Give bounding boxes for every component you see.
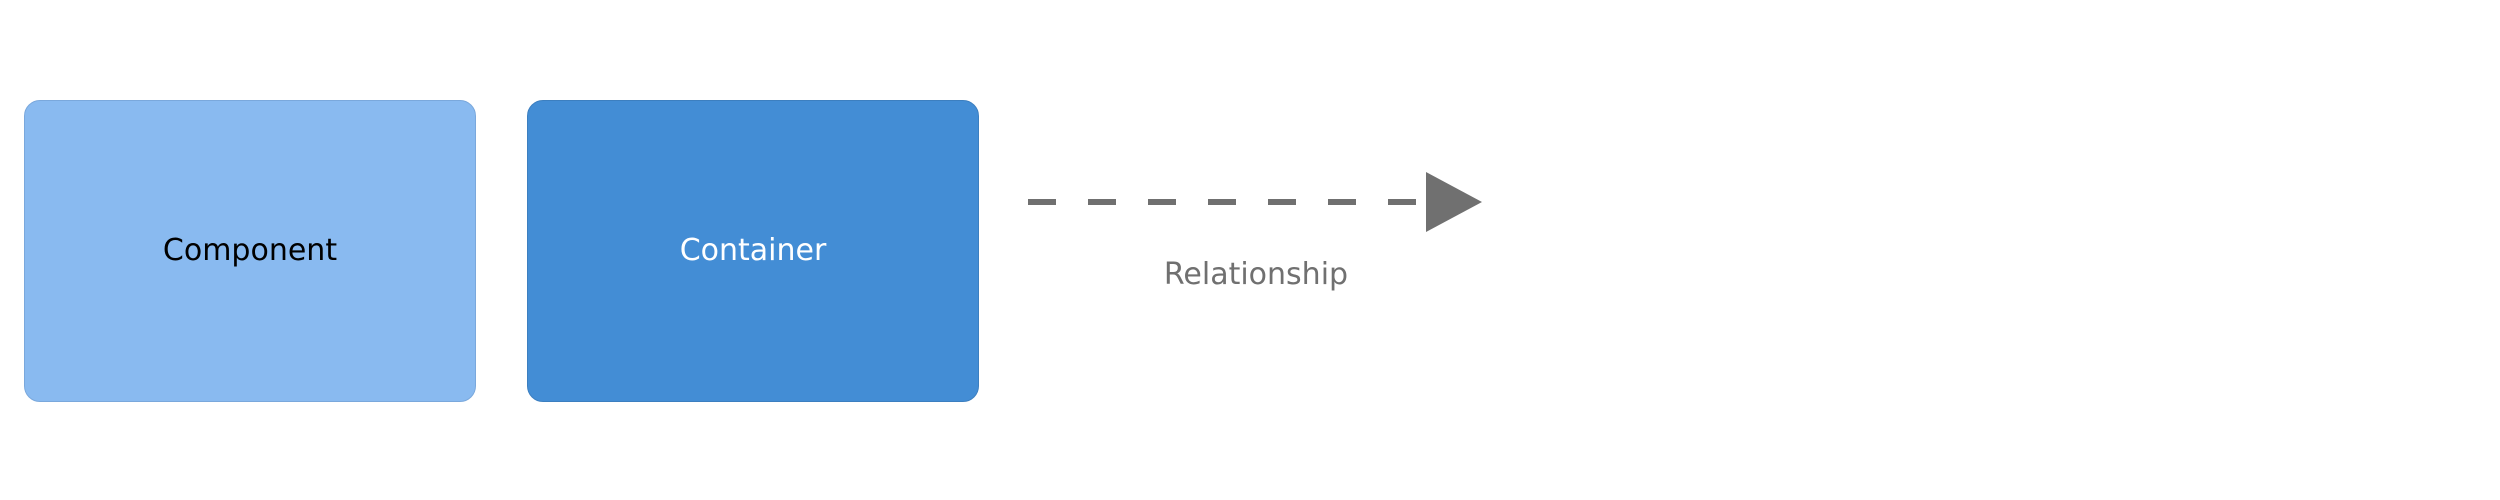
- relationship-arrow: [1028, 172, 1482, 232]
- component-label: Component: [162, 233, 338, 268]
- component-node[interactable]: Component: [24, 100, 476, 402]
- arrowhead-icon: [1426, 172, 1482, 232]
- container-node[interactable]: Container: [527, 100, 979, 402]
- relationship-label: Relationship: [1163, 257, 1349, 292]
- container-label: Container: [679, 233, 827, 268]
- relationship-legend: Relationship: [1026, 160, 1486, 310]
